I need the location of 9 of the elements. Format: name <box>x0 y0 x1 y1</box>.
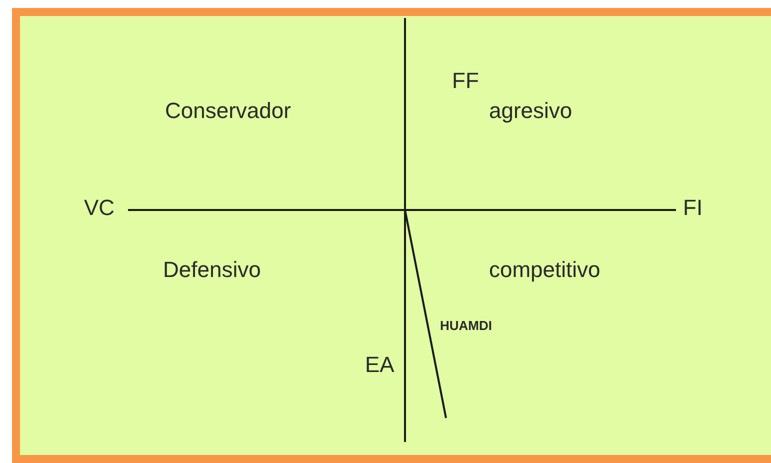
axis-label: competitivo <box>489 259 600 281</box>
axis-label: FI <box>683 197 703 219</box>
axis-label: FF <box>452 70 479 92</box>
axis-label: EA <box>365 354 394 376</box>
axis-label: Defensivo <box>163 259 261 281</box>
axis-label: Conservador <box>165 100 291 122</box>
axis-label: VC <box>84 197 115 219</box>
axis-label: agresivo <box>489 100 572 122</box>
axis-label: HUAMDI <box>440 319 492 332</box>
